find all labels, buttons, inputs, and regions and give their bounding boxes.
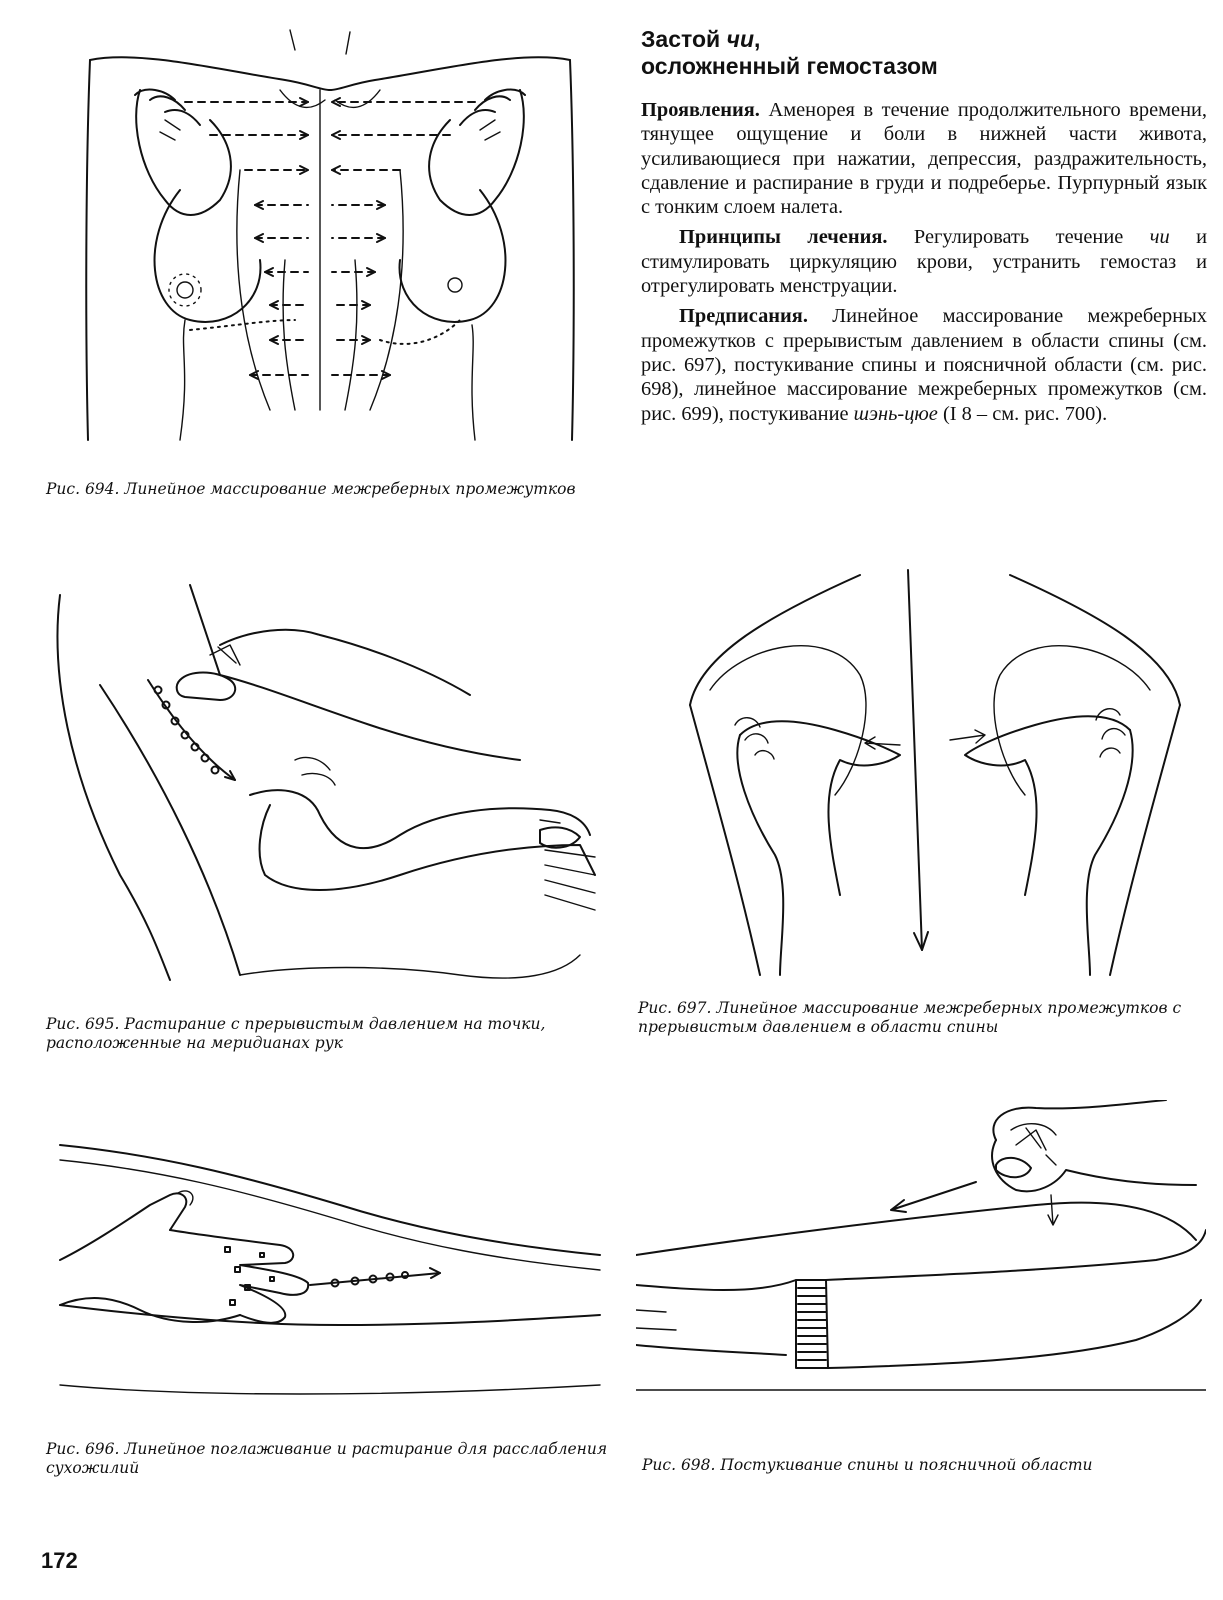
text-manifestations: Аменорея в течение продолжительного врем…	[641, 99, 1207, 219]
figure-696-forearm-illustration	[40, 1135, 610, 1405]
figure-695-arm-illustration	[40, 575, 610, 985]
paragraph-manifestations: Проявления. Аменорея в течение продолжит…	[641, 98, 1207, 219]
page-number: 172	[41, 1548, 78, 1573]
text-treatment-a: Регулировать течение	[887, 226, 1150, 249]
chest-massage-drawing	[85, 29, 575, 441]
text-treatment-b: и стимулировать циркуляцию крови, устран…	[641, 226, 1207, 298]
section-body: Проявления. Аменорея в течение продолжит…	[641, 98, 1207, 432]
text-prescriptions-b: (I 8 – см. рис. 700).	[937, 402, 1108, 425]
figure-698-tapping-illustration	[636, 1100, 1206, 1400]
back-tapping-drawing	[636, 1100, 1206, 1391]
section-title-line2: осложненный гемостазом	[641, 53, 938, 79]
section-title-comma: ,	[754, 26, 761, 52]
figure-697-caption: Рис. 697. Линейное массирование межребер…	[638, 999, 1182, 1036]
figure-698-caption: Рис. 698. Постукивание спины и пояснично…	[642, 1456, 1093, 1474]
label-manifestations: Проявления.	[641, 99, 760, 121]
text-prescriptions-a: Линейное массирование межреберных промеж…	[641, 305, 1207, 425]
figure-694-chest-illustration	[80, 20, 580, 445]
back-massage-drawing	[689, 569, 1181, 976]
label-treatment-principles: Принципы лечения.	[679, 226, 888, 249]
figure-695-caption: Рис. 695. Растирание с прерывистым давле…	[46, 1015, 546, 1052]
section-title-part1: Застой	[641, 26, 727, 52]
arm-rubbing-drawing	[56, 584, 596, 981]
forearm-stroking-drawing	[59, 1144, 601, 1395]
figure-694-caption: Рис. 694. Линейное массирование межребер…	[46, 480, 576, 498]
figure-696-caption: Рис. 696. Линейное поглаживание и растир…	[46, 1440, 608, 1477]
section-title-qi: чи	[726, 26, 754, 52]
paragraph-prescriptions: Предписания. Линейное массирование межре…	[641, 304, 1207, 425]
paragraph-treatment-principles: Принципы лечения. Регулировать течение ч…	[641, 225, 1207, 298]
figure-697-back-illustration	[660, 565, 1200, 980]
text-treatment-qi: чи	[1149, 226, 1170, 249]
text-prescriptions-point: шэнь-цюе	[853, 402, 938, 425]
section-title: Застой чи, осложненный гемостазом	[641, 26, 1201, 80]
label-prescriptions: Предписания.	[679, 305, 808, 328]
